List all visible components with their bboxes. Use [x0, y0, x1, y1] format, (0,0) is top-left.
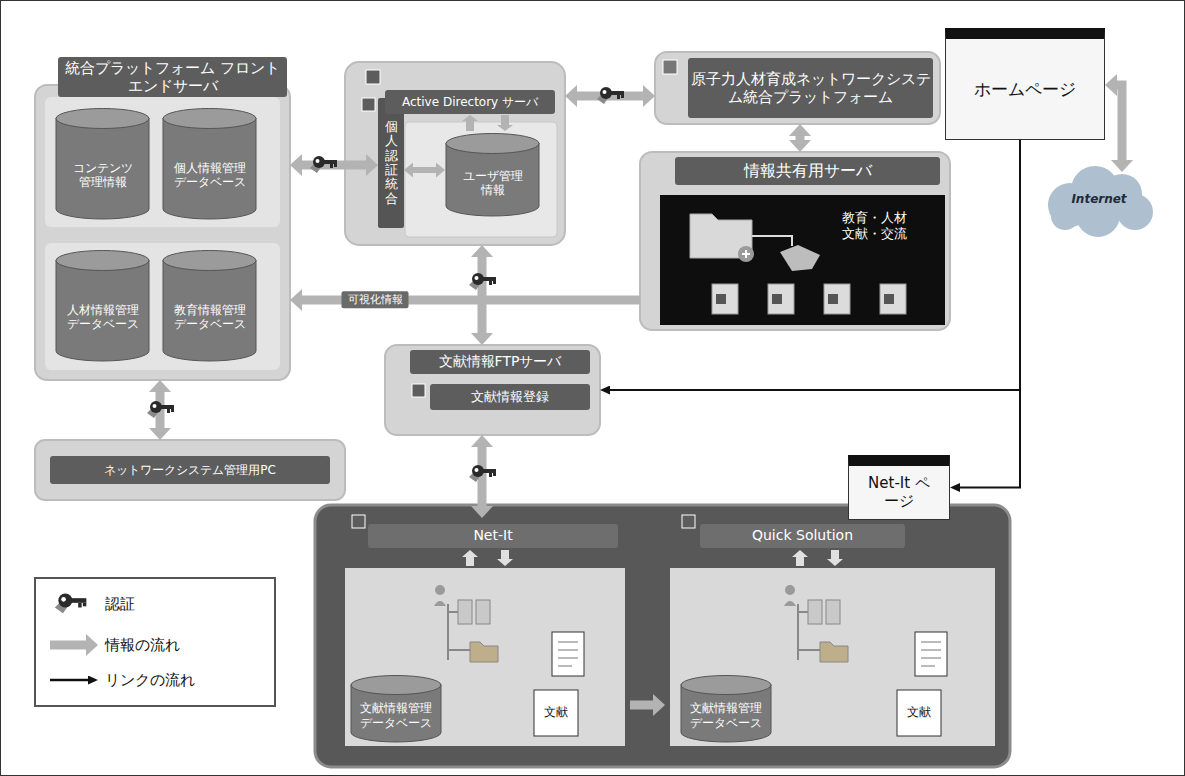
flow-label: 可視化情報	[342, 291, 409, 308]
database-label: 文献情報管理データベース	[358, 693, 434, 739]
register-label: 文献情報登録	[430, 384, 590, 410]
document-label: 文献	[538, 703, 574, 721]
database-cylinder: 文献情報管理データベース	[680, 675, 772, 743]
netit-illustration	[345, 515, 625, 746]
page-label: Net-It ページ	[862, 467, 936, 517]
register-bar: 文献情報登録	[430, 384, 590, 410]
ftp-panel	[385, 345, 600, 435]
auth-label: 個人認証統合	[385, 120, 398, 206]
legend-text: リンクの流れ	[105, 667, 265, 693]
server-heading: 統合プラットフォーム フロントエンドサーバ	[58, 57, 287, 97]
link-arrow	[960, 140, 1020, 488]
platform-panel: 原子力人材育成ネットワークシステム統合プラットフォーム	[655, 52, 940, 124]
legend-box	[35, 578, 275, 706]
database-cylinder: 文献情報管理データベース	[350, 675, 442, 743]
platform-panel	[655, 52, 940, 124]
database-cylinder: ユーザ管理情報	[445, 133, 540, 217]
server-group: 統合プラットフォーム フロントエンドサーバコンテンツ管理情報個人情報管理データベ…	[35, 55, 290, 380]
database-cylinder: 教育情報管理データベース	[162, 250, 257, 362]
homepage-box: ホームページ	[945, 28, 1105, 140]
flow-arrow	[413, 167, 436, 173]
legend-text: 情報の流れ	[105, 632, 265, 658]
database-label: コンテンツ管理情報	[71, 137, 135, 213]
server-heading: 情報共有用サーバ	[675, 157, 940, 185]
netit-page-box: Net-It ページ	[848, 455, 950, 520]
server-heading: 文献情報FTPサーバ	[410, 350, 590, 374]
internet-cloud: Internet	[1040, 160, 1158, 238]
flow-arrow	[630, 701, 653, 710]
database-label: ユーザ管理情報	[461, 155, 525, 212]
document-system-container	[315, 505, 1010, 767]
link-arrow	[610, 140, 1020, 390]
key-icon	[597, 87, 624, 104]
cloud-label: Internet	[1040, 160, 1158, 238]
database-cylinder: コンテンツ管理情報	[55, 108, 150, 220]
database-cylinder: 個人情報管理データベース	[162, 108, 257, 220]
tool-panel: Quick Solution 文献情報管理データベース	[665, 518, 1000, 750]
pc-panel: ネットワークシステム管理用PC	[35, 440, 345, 500]
content-label: 教育・人材 文献・交流	[838, 203, 910, 249]
legend-text: 認証	[105, 591, 265, 617]
database-label: 教育情報管理データベース	[172, 279, 248, 355]
server-heading: Active Directory サーバ	[385, 90, 555, 114]
ftp-panel: 文献情報FTPサーバ文献情報登録	[385, 345, 600, 435]
content-panel: 教育・人材 文献・交流	[660, 195, 945, 325]
flow-arrow	[478, 257, 487, 333]
flow-arrow	[1117, 85, 1122, 160]
document-label: 文献	[901, 703, 937, 721]
ad-panel	[345, 62, 565, 245]
key-icon	[310, 156, 337, 173]
pc-label: ネットワークシステム管理用PC	[50, 456, 330, 484]
platform-label: 原子力人材育成ネットワークシステム統合プラットフォーム	[688, 58, 933, 118]
quick-solution-illustration	[670, 515, 995, 746]
frontend-panel	[35, 85, 290, 380]
key-icon	[469, 273, 496, 290]
share-server-panel	[640, 152, 950, 330]
pc-panel	[35, 440, 345, 500]
page-label: ホームページ	[946, 39, 1104, 139]
database-label: 個人情報管理データベース	[172, 137, 248, 213]
tool-panel: Net-It 文献情報管理データベース	[340, 518, 630, 750]
key-icon	[147, 401, 174, 418]
tool-heading: Quick Solution	[700, 524, 905, 548]
server-panel: Active Directory サーバ個人認証統合 ユーザ管理情報	[345, 62, 565, 245]
flow-arrow	[796, 136, 805, 140]
server-panel: 情報共有用サーバ教育・人材 文献・交流	[640, 152, 950, 330]
database-label: 文献情報管理データベース	[688, 693, 764, 739]
key-icon	[469, 465, 496, 482]
database-label: 人材情報管理データベース	[65, 279, 141, 355]
auth-bar: 個人認証統合	[378, 98, 404, 228]
database-cylinder: 人材情報管理データベース	[55, 250, 150, 362]
tool-heading: Net-It	[368, 524, 618, 548]
